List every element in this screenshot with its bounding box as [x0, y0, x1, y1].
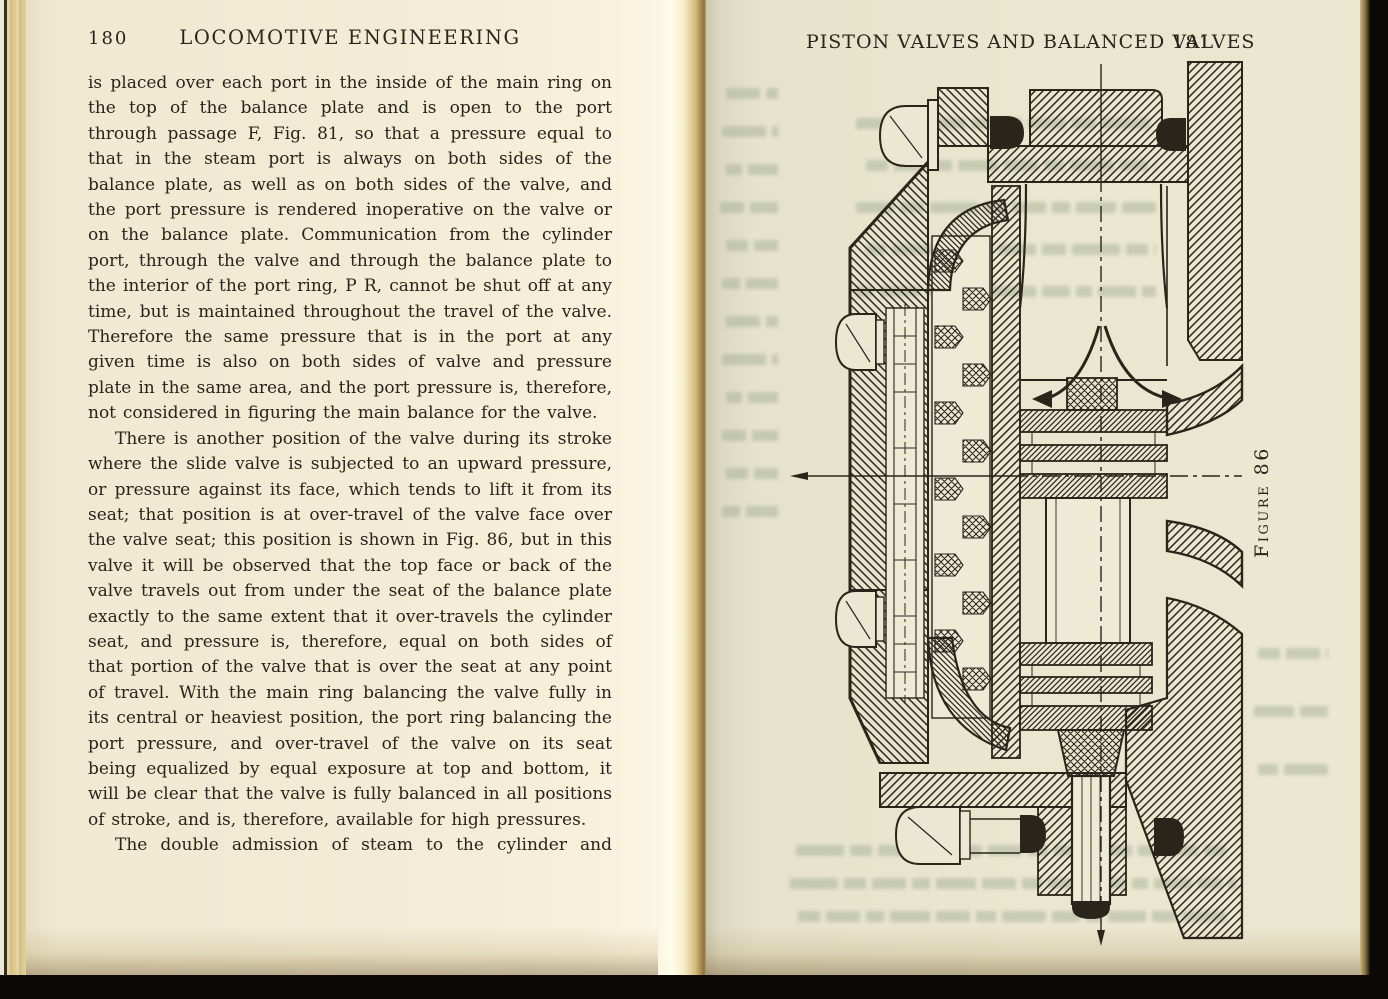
- right-page-number: 181: [1172, 32, 1213, 53]
- left-bolts: [834, 313, 885, 648]
- steam-flow-arrows: [1032, 325, 1182, 408]
- port-lips: [1165, 363, 1244, 589]
- left-page-edges: [7, 0, 26, 975]
- inner-liner: [926, 198, 1012, 752]
- right-page: PISTON VALVES AND BALANCED VALVES 181: [706, 0, 1360, 975]
- valve-cover-slabs: [937, 87, 1189, 183]
- book-gutter: [658, 0, 706, 975]
- left-cover-edge-line: [4, 0, 7, 975]
- bottom-bolt: [894, 806, 1046, 865]
- photo-left-margin: [0, 0, 4, 975]
- right-page-edges: [1360, 0, 1370, 999]
- steam-chest-wall: [1187, 61, 1243, 361]
- paragraph-3: The double admission of steam to the cyl…: [115, 835, 612, 856]
- left-running-title: LOCOMOTIVE ENGINEERING: [179, 26, 521, 49]
- centerlines: [790, 64, 1242, 946]
- inner-wall: [991, 185, 1021, 759]
- figure-86-drawing: [790, 61, 1244, 946]
- left-page-text: is placed over each port in the inside o…: [88, 71, 612, 859]
- photo-right-margin: [1370, 0, 1388, 999]
- photo-bottom-margin: [0, 975, 1388, 999]
- right-running-title: PISTON VALVES AND BALANCED VALVES: [806, 31, 1256, 53]
- valve-spool: [1018, 183, 1169, 777]
- paragraph-2: There is another position of the valve d…: [88, 428, 612, 830]
- left-page-number: 180: [88, 28, 129, 49]
- figure-86-caption: Figure 86: [1251, 446, 1273, 558]
- left-page: 180 LOCOMOTIVE ENGINEERING is placed ove…: [26, 0, 658, 975]
- top-bolt: [878, 99, 939, 171]
- valve-stem: [1070, 774, 1184, 919]
- paragraph-1: is placed over each port in the inside o…: [88, 73, 612, 424]
- stud-channel: [885, 304, 925, 704]
